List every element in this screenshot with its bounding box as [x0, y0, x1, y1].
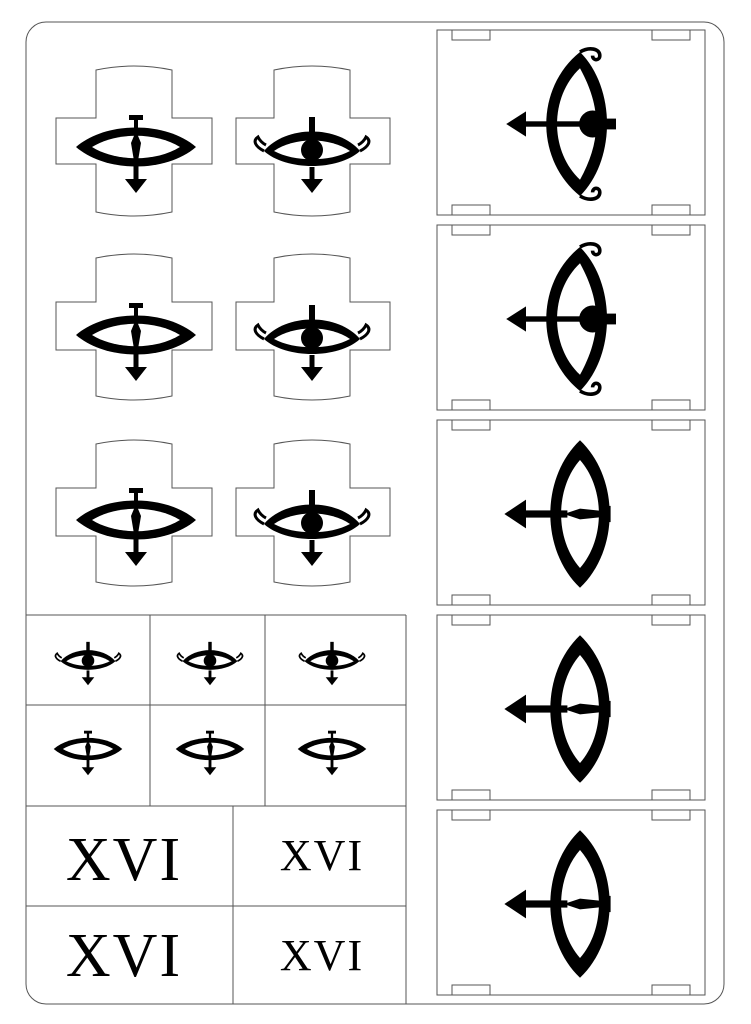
cross-decal-2: [235, 65, 391, 217]
roman-numeral-small-bottom: XVI: [280, 931, 364, 980]
cross-decal-4: [235, 253, 391, 401]
roman-numeral-grid: [26, 806, 406, 1004]
banner-decal-2: [436, 224, 706, 411]
banner-decal-5: [436, 809, 706, 996]
banner-decal-1: [436, 29, 706, 216]
banner-decals: [436, 29, 706, 996]
cross-decal-1: [55, 65, 213, 217]
roman-numeral-large-bottom: XVI: [66, 922, 182, 990]
roman-numeral-large-top: XVI: [66, 826, 182, 894]
cross-decal-5: [55, 439, 213, 587]
small-eye-grid: [26, 614, 407, 1004]
cross-decal-6: [235, 439, 391, 587]
roman-numeral-small-top: XVI: [280, 831, 364, 880]
banner-decal-4: [436, 614, 706, 801]
cross-decals: [55, 65, 391, 587]
cross-decal-3: [55, 253, 213, 401]
banner-decal-3: [436, 419, 706, 606]
